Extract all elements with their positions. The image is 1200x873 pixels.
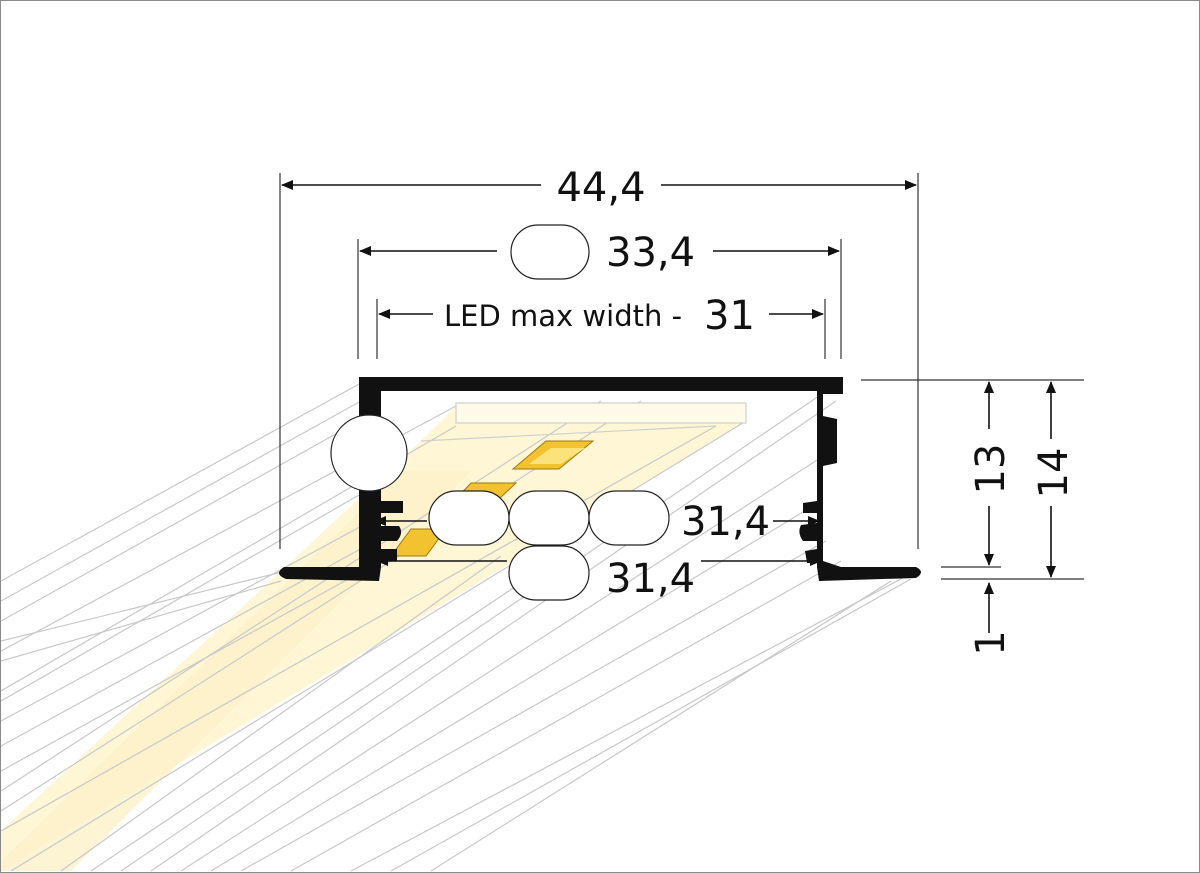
dim-led-max-width: 31 — [704, 293, 755, 339]
dimension-arrows — [281, 180, 1056, 633]
dim-flange-thickness: 1 — [968, 630, 1014, 655]
dim-inner-width: 33,4 — [606, 230, 695, 276]
diffuser-outline — [420, 402, 747, 442]
dim-height-total: 14 — [1031, 448, 1077, 499]
dim-overall-width: 44,4 — [556, 165, 645, 211]
extension-lines — [279, 173, 1084, 580]
mounting-shapes — [330, 224, 670, 601]
dim-height-inner: 13 — [968, 444, 1014, 495]
led-max-width-label: LED max width - — [444, 299, 682, 333]
dim-inner-width-lower: 31,4 — [681, 499, 770, 545]
dim-inner-width-bottom: 31,4 — [606, 556, 695, 602]
